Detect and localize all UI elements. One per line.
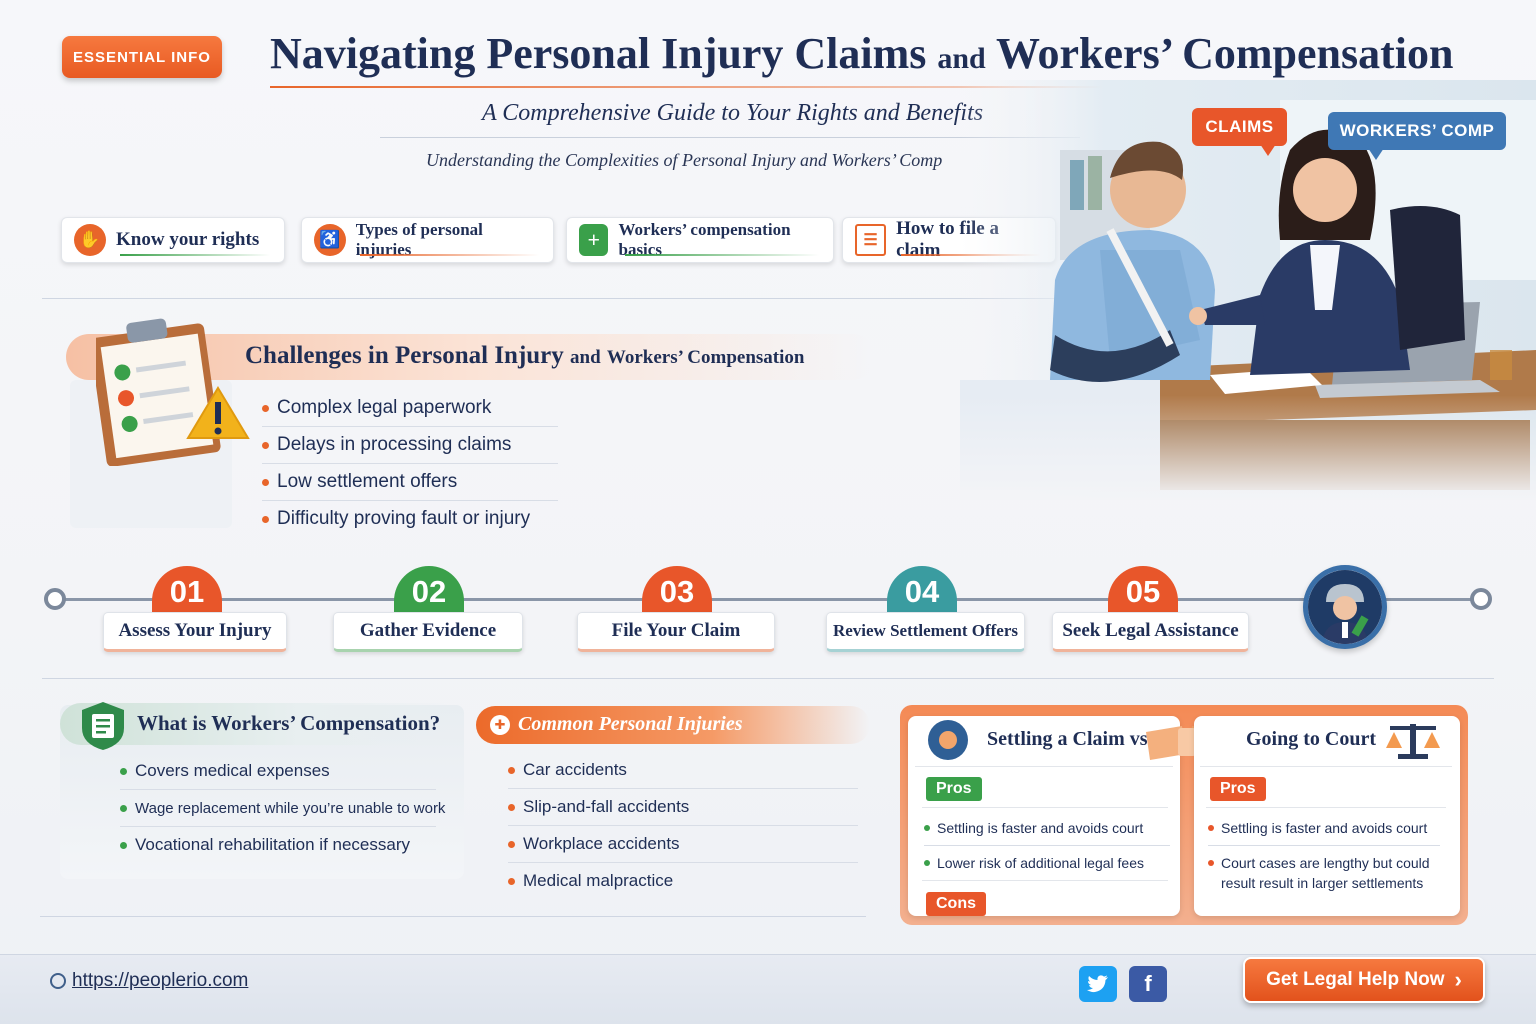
step-file-claim[interactable]: File Your Claim [577,612,775,652]
twitter-icon[interactable] [1079,966,1117,1002]
tab-workers-comp-basics[interactable]: + Workers’ compensation basics [566,217,834,263]
handshake-icon [928,720,968,760]
tab-know-your-rights[interactable]: ✋ Know your rights [61,217,285,263]
chevron-right-icon: › [1454,967,1462,992]
globe-icon [50,973,66,989]
workers-comp-list: Covers medical expenses Wage replacement… [120,758,445,858]
list-item: Workplace accidents [508,831,858,857]
common-injuries-list: Car accidents Slip-and-fall accidents Wo… [508,757,858,894]
title-part-b: Workers’ Compensation [995,29,1454,78]
section-divider [40,916,866,917]
shield-document-icon [82,702,124,750]
tab-types-of-injuries[interactable]: ♿ Types of personal injuries [301,217,554,263]
settling-pros-list: Settling is faster and avoids court Lowe… [924,818,1170,873]
list-item: Slip-and-fall accidents [508,794,858,820]
website-link[interactable]: https://peoplerio.com [50,970,248,992]
tab-label: Know your rights [116,229,260,250]
challenges-title-a: Challenges in Personal Injury [245,342,564,369]
list-item: Delays in processing claims [262,432,558,458]
hand-icon: ✋ [74,224,106,256]
timeline-line [55,598,1481,601]
medical-cross-icon: + [579,224,609,256]
list-item: Vocational rehabilitation if necessary [120,832,436,858]
consultation-illustration [960,80,1536,500]
list-item: Court cases are lengthy but could result… [1208,853,1440,893]
settling-title: Settling a Claim vs. [987,728,1153,750]
list-item: Low settlement offers [262,469,558,495]
timeline-start-marker [44,588,66,610]
list-item: Covers medical expenses [120,758,436,784]
bandage-icon: ✚ [490,715,510,735]
court-pros-tag: Pros [1210,777,1266,801]
get-legal-help-button[interactable]: Get Legal Help Now › [1243,957,1485,1003]
title-part-a: Navigating Personal Injury Claims [270,29,927,78]
list-item: Settling is faster and avoids court [1208,818,1440,838]
step-seek-legal[interactable]: Seek Legal Assistance [1052,612,1249,652]
list-item: Complex legal paperwork [262,395,558,421]
page-subtitle: A Comprehensive Guide to Your Rights and… [482,100,984,126]
list-item: Difficulty proving fault or injury [262,506,558,532]
checklist-warning-icon [96,318,250,466]
claims-speech-bubble: CLAIMS [1192,108,1287,146]
wheelchair-icon: ♿ [314,224,346,256]
workers-comp-header-band [60,703,460,745]
page-title: Navigating Personal Injury Claims and Wo… [270,28,1453,79]
step-gather-evidence[interactable]: Gather Evidence [333,612,523,652]
title-and: and [937,42,986,75]
bubble-tail [1368,148,1384,160]
facebook-icon[interactable]: f [1129,966,1167,1002]
title-underline [270,86,1310,88]
workers-comp-title: What is Workers’ Compensation? [137,711,441,735]
settling-cons-tag: Cons [926,892,986,916]
subtitle-divider [380,137,1080,138]
common-injuries-title: Common Personal Injuries [518,713,743,735]
scales-of-justice-icon [1386,724,1440,759]
list-item: Wage replacement while you’re unable to … [120,795,445,821]
settling-pros-tag: Pros [926,777,982,801]
list-item: Car accidents [508,757,858,783]
step-assess-injury[interactable]: Assess Your Injury [103,612,287,652]
challenges-list: Complex legal paperwork Delays in proces… [262,395,558,532]
website-url[interactable]: https://peoplerio.com [72,970,249,991]
section-divider [42,298,1494,299]
bubble-tail [1260,144,1276,156]
list-item: Medical malpractice [508,868,858,894]
workers-comp-speech-bubble: WORKERS’ COMP [1328,112,1506,150]
step-review-offers[interactable]: Review Settlement Offers [826,612,1025,652]
clipboard-icon: ☰ [855,224,887,256]
essential-info-badge: ESSENTIAL INFO [62,36,222,78]
challenges-title-and: and [570,347,601,368]
court-pros-list: Settling is faster and avoids court Cour… [1208,818,1440,893]
list-item: Settling is faster and avoids court [924,818,1170,838]
common-injuries-header-band [476,706,870,744]
challenges-title: Challenges in Personal Injury and Worker… [245,342,804,370]
court-title: Going to Court [1246,728,1376,750]
challenges-title-b: Workers’ Compensation [606,347,805,368]
page-tagline: Understanding the Complexities of Person… [426,150,943,170]
list-item: Lower risk of additional legal fees [924,853,1170,873]
timeline-end-marker [1470,588,1492,610]
cta-label: Get Legal Help Now [1266,969,1445,990]
section-divider [42,678,1494,679]
worker-avatar-icon [1303,565,1387,649]
